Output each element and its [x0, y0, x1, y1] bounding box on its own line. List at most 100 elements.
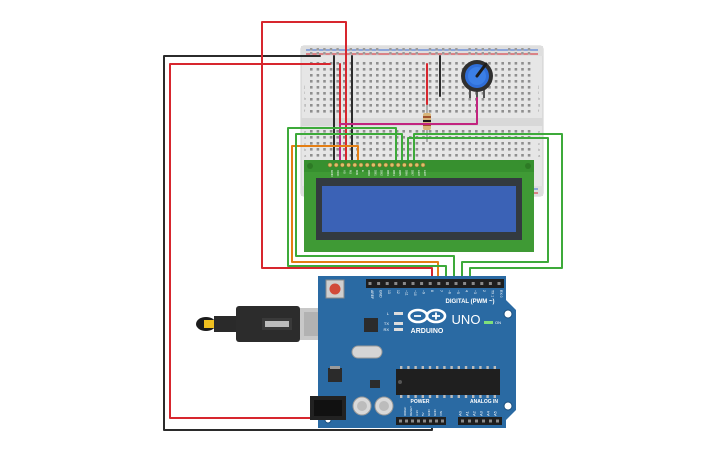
breadboard-row-letter: h [538, 96, 540, 101]
breadboard-row-letter: i [304, 90, 305, 95]
power-pin [411, 419, 414, 423]
digital-pin-label: ~10 [413, 290, 417, 296]
reset-button[interactable] [325, 279, 345, 299]
lcd-pin [364, 162, 370, 168]
breadboard-row-letter: j [303, 84, 305, 89]
lcd-pin-label: E [361, 170, 365, 172]
digital-pin [428, 282, 432, 285]
digital-pin [480, 282, 484, 285]
digital-pin [411, 282, 415, 285]
breadboard-row-letter: b [304, 147, 307, 152]
lcd-pin-label: LED [423, 170, 427, 177]
wires [163, 21, 563, 431]
capacitors [352, 396, 394, 416]
lcd-pin-label: DB4 [392, 170, 396, 176]
breadboard-row-letter: i [538, 90, 539, 95]
digital-pin-label: 2 [482, 290, 486, 292]
digital-pin-label: AREF [370, 290, 374, 299]
analog-pin-label: A4 [486, 410, 491, 416]
digital-pins [368, 282, 501, 285]
lcd-pin-label: VCC [336, 170, 340, 177]
power-pin-label: GND [427, 409, 431, 417]
digital-pin-label: TX 1 [490, 290, 494, 297]
bottom-pins [399, 419, 499, 423]
voltage-regulator [328, 368, 342, 382]
lcd-pin-label: GND [330, 170, 334, 178]
digital-pin [394, 282, 398, 285]
lcd-pin-label: DB6 [404, 170, 408, 176]
digital-pin [437, 282, 441, 285]
power-pin [429, 419, 432, 423]
breadboard-row-letter: d [304, 135, 306, 140]
wire-green-4 [413, 133, 563, 278]
digital-pin-label: 12 [396, 290, 400, 294]
lcd-pin-label: DB7 [411, 170, 415, 176]
breadboard-row-letter: b [538, 147, 541, 152]
breadboard-row-letter: a [538, 153, 541, 158]
analog-pin-label: A0 [458, 410, 463, 416]
power-pin-label: GND [433, 409, 437, 417]
lcd-pin [408, 162, 413, 168]
power-pin-label: RESET [409, 406, 413, 416]
digital-pin [385, 282, 389, 285]
analog-pin [475, 419, 478, 423]
analog-pin [482, 419, 485, 423]
digital-pin [377, 282, 381, 285]
svg-text:TX: TX [384, 321, 389, 326]
analog-pin-label: A3 [479, 410, 484, 416]
breadboard-row-letter: j [537, 84, 539, 89]
power-pin [435, 419, 438, 423]
digital-pin [463, 282, 467, 285]
breadboard-row-letter: f [304, 108, 306, 113]
lcd-pin-label: DB2 [380, 170, 384, 176]
digital-pin-label: 4 [465, 290, 469, 292]
lcd-pin [352, 162, 358, 168]
analog-pin-label: A2 [472, 410, 477, 416]
digital-label: DIGITAL (PWM ~) [446, 299, 495, 305]
svg-text:RX: RX [383, 327, 389, 332]
lcd-pin [383, 162, 389, 168]
analog-pin [489, 419, 492, 423]
usb-chip [364, 318, 378, 332]
lcd-pin-label: DB3 [386, 170, 390, 176]
status-leds: L TX RX ON [383, 311, 501, 332]
digital-pin-label: 13 [387, 290, 391, 294]
lcd-pin [402, 162, 407, 168]
board-name: ARDUINO [411, 328, 444, 335]
lcd-pin [420, 162, 426, 168]
power-header [396, 417, 446, 425]
lcd-screen [322, 186, 516, 232]
lcd-pin [358, 162, 364, 168]
digital-pin-label: ~5 [456, 290, 460, 294]
lcd-pin [371, 162, 376, 168]
potentiometer[interactable] [461, 60, 493, 98]
analog-pin-label: A5 [493, 410, 498, 416]
digital-pin-label: RX 0 [499, 290, 503, 298]
digital-pin [368, 282, 372, 285]
lcd-pin-label: DB5 [398, 170, 402, 176]
board-model: UNO [452, 312, 481, 327]
lcd-pin-label: DB1 [373, 170, 377, 176]
lcd-pin [377, 162, 382, 168]
lcd-pin [414, 162, 420, 168]
digital-header [366, 279, 504, 288]
digital-pin [402, 282, 406, 285]
digital-pin [471, 282, 475, 285]
digital-pin-label: 8 [430, 290, 434, 292]
digital-pin [445, 282, 449, 285]
breadboard-row-letter: g [304, 102, 306, 107]
power-pin-label: 3.3V [415, 410, 419, 416]
power-pin [423, 419, 426, 423]
wire-orange-e [291, 145, 439, 278]
analog-label: ANALOG IN [470, 399, 498, 405]
lcd-pin-label: RW [355, 170, 359, 175]
breadboard-row-letter: h [304, 96, 306, 101]
breadboard-row-letter: c [538, 141, 540, 146]
